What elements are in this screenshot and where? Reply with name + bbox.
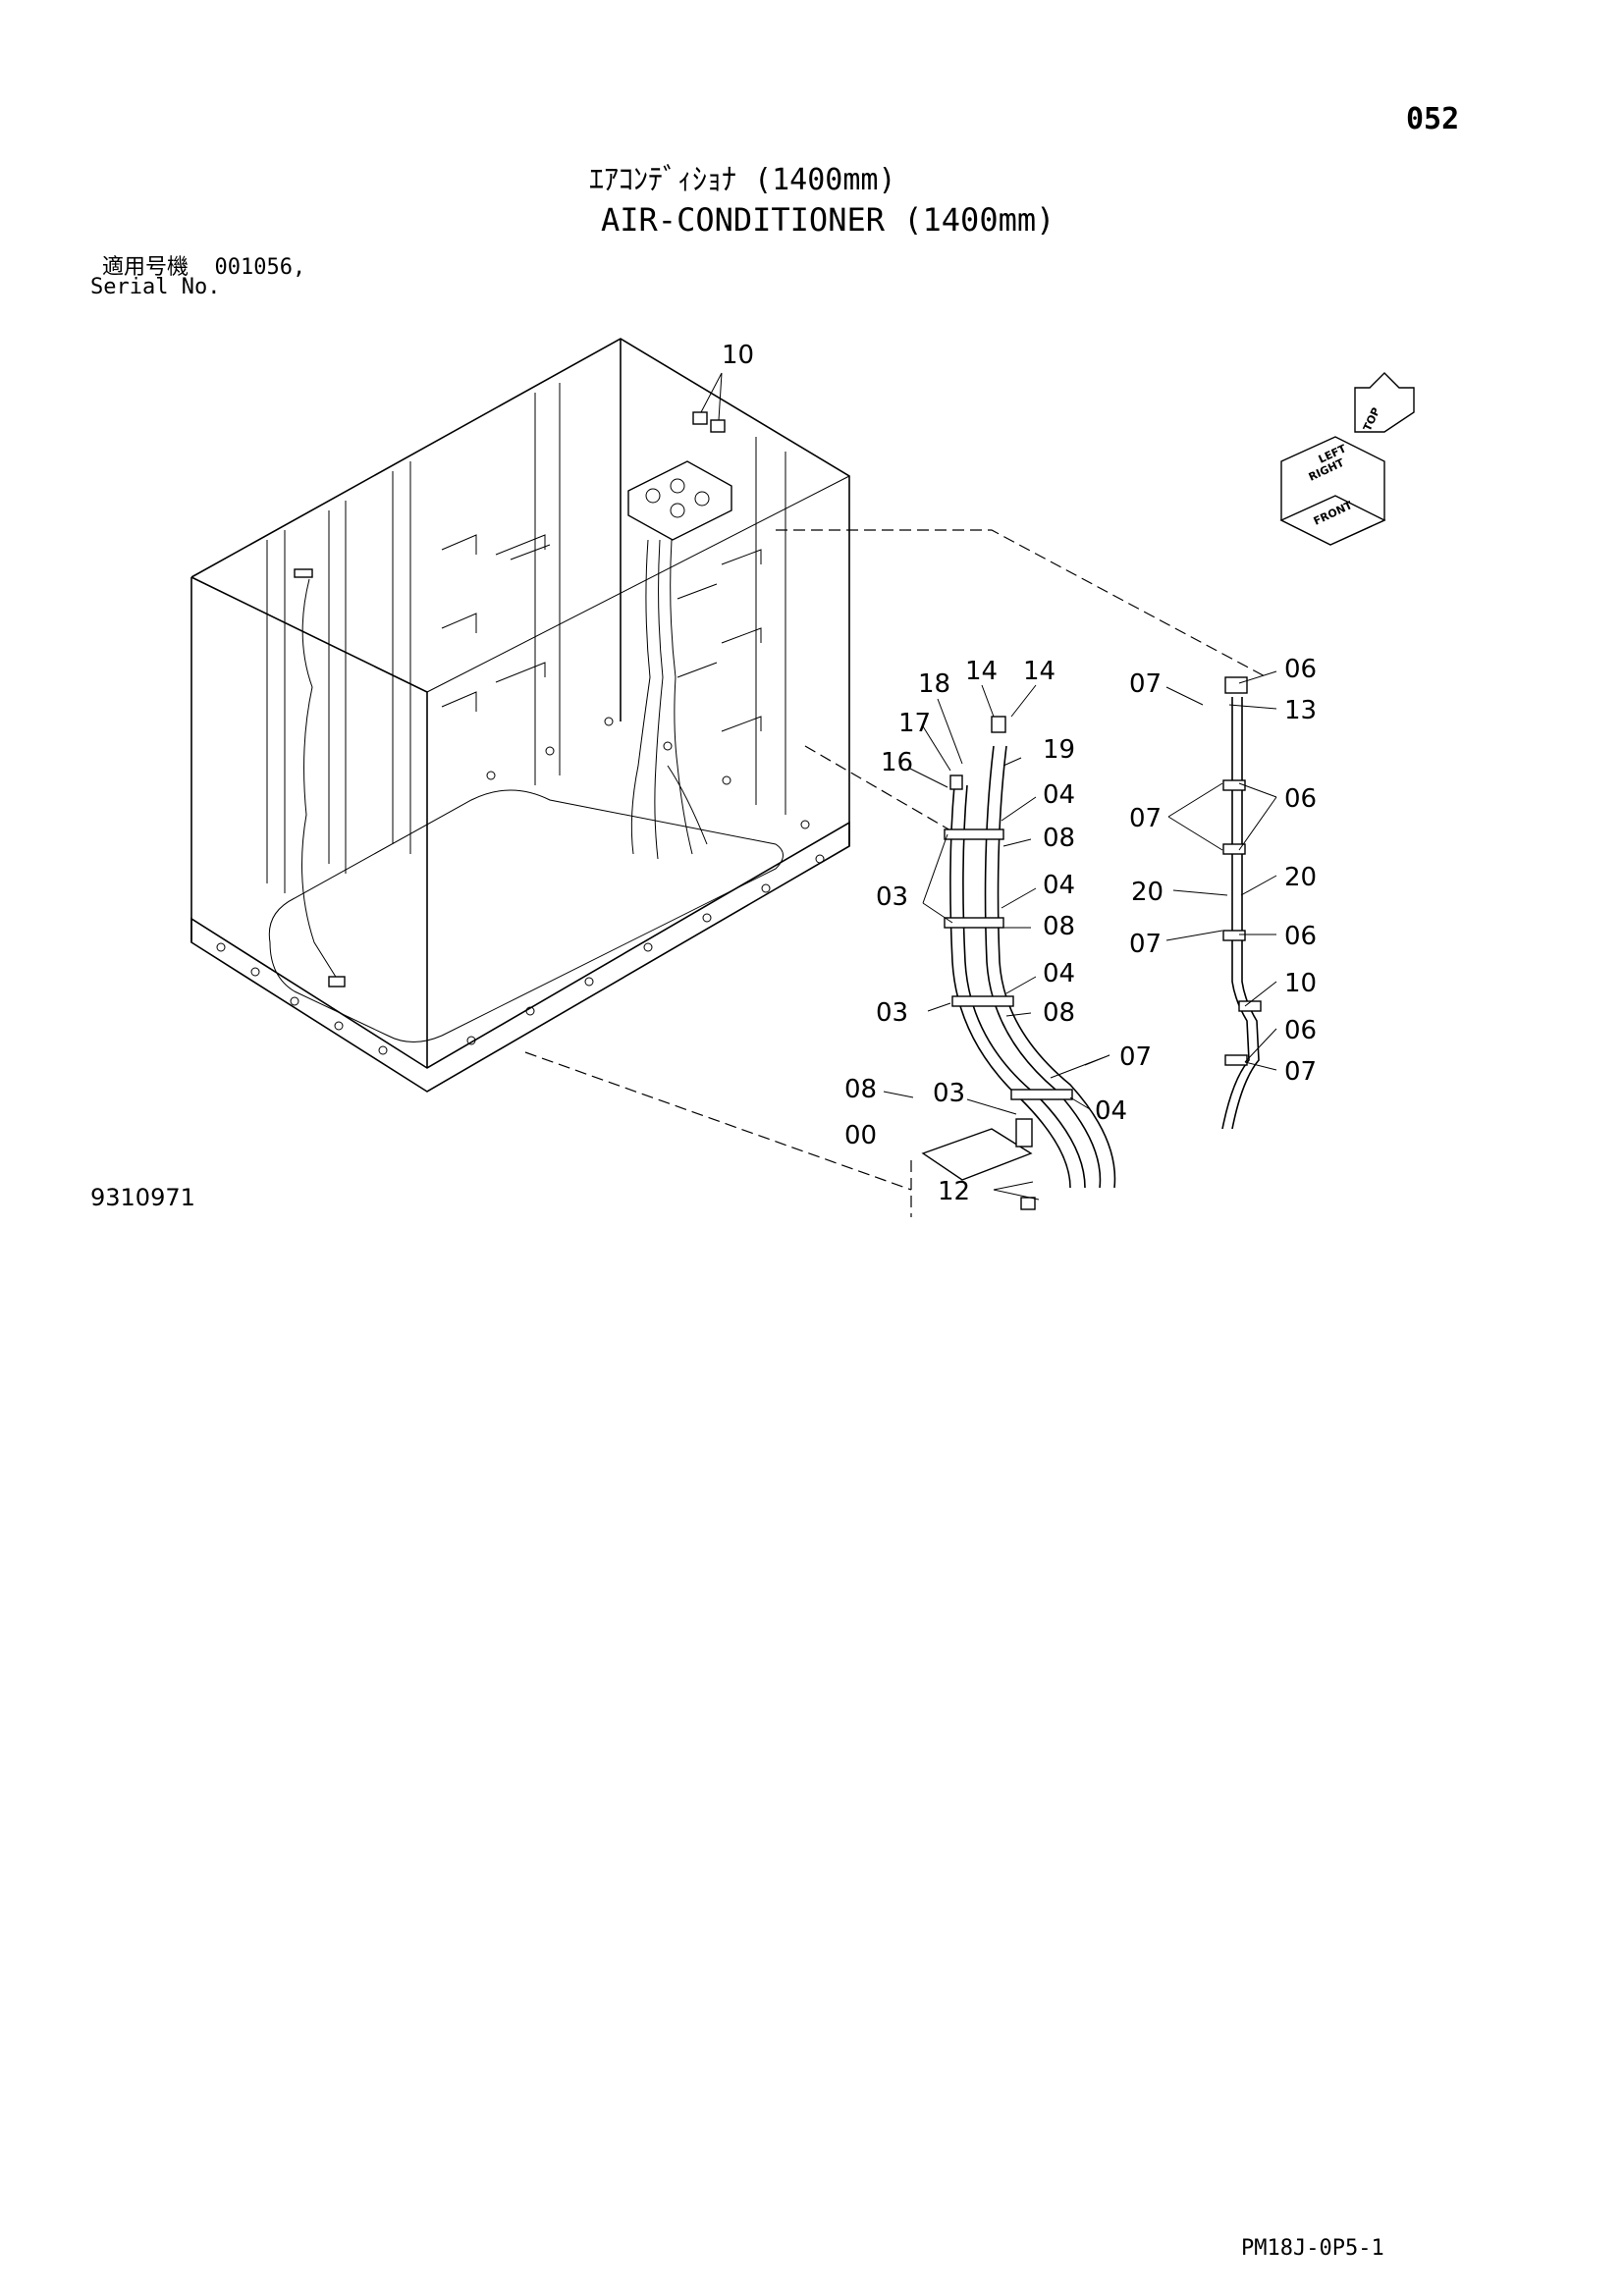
callout-12: 12 bbox=[938, 1177, 970, 1206]
callout-08-d: 08 bbox=[844, 1075, 877, 1104]
footer-code: PM18J-0P5-1 bbox=[1241, 2236, 1384, 2261]
callout-03-c: 03 bbox=[933, 1079, 965, 1108]
page-title-japanese: ｴｱｺﾝﾃﾞｨｼｮﾅ (1400mm) bbox=[589, 163, 896, 197]
callout-10-top: 10 bbox=[722, 341, 754, 370]
callout-10-right: 10 bbox=[1284, 969, 1317, 998]
callout-06-b: 06 bbox=[1284, 784, 1317, 814]
callout-20-b: 20 bbox=[1284, 863, 1317, 892]
callout-20-a: 20 bbox=[1131, 878, 1164, 907]
callout-04-c: 04 bbox=[1043, 959, 1075, 988]
callout-07-b: 07 bbox=[1129, 804, 1162, 833]
serial-label-japanese: 適用号機 bbox=[102, 255, 189, 280]
callout-14-b: 14 bbox=[1023, 657, 1056, 686]
callout-07-c: 07 bbox=[1129, 930, 1162, 959]
callout-17: 17 bbox=[898, 709, 931, 738]
callout-16: 16 bbox=[881, 748, 913, 777]
callout-07-d: 07 bbox=[1284, 1057, 1317, 1087]
callout-06-a: 06 bbox=[1284, 655, 1317, 684]
callout-08-a: 08 bbox=[1043, 824, 1075, 853]
leader-lines bbox=[700, 372, 1277, 1201]
callout-06-d: 06 bbox=[1284, 1016, 1317, 1045]
callout-19: 19 bbox=[1043, 735, 1075, 765]
drawing-number: 9310971 bbox=[90, 1184, 195, 1211]
callout-04-d: 04 bbox=[1095, 1096, 1127, 1126]
serial-label-english: Serial No. bbox=[90, 275, 221, 299]
serial-value: 001056, bbox=[214, 255, 306, 280]
callout-04-b: 04 bbox=[1043, 871, 1075, 900]
callout-00: 00 bbox=[844, 1121, 877, 1150]
hose-assembly bbox=[921, 716, 1116, 1210]
callout-14-a: 14 bbox=[965, 657, 998, 686]
callout-08-c: 08 bbox=[1043, 998, 1075, 1028]
page-title-english: AIR-CONDITIONER (1400mm) bbox=[601, 201, 1056, 239]
serial-line: 適用号機 001056, bbox=[102, 249, 305, 281]
callout-03-b: 03 bbox=[876, 998, 908, 1028]
orientation-indicator: LEFT TOP RIGHT FRONT bbox=[1279, 372, 1415, 546]
callout-04-a: 04 bbox=[1043, 780, 1075, 810]
callout-07-center: 07 bbox=[1119, 1042, 1152, 1072]
page-number: 052 bbox=[1406, 102, 1460, 136]
cab-frame-assembly bbox=[190, 338, 850, 1093]
callout-03-a: 03 bbox=[876, 882, 908, 912]
callout-08-b: 08 bbox=[1043, 912, 1075, 941]
part-callouts: 10 18 14 14 17 19 16 04 08 03 04 08 04 0… bbox=[722, 341, 1317, 1206]
callout-13: 13 bbox=[1284, 696, 1317, 725]
callout-18: 18 bbox=[918, 669, 950, 699]
drain-hose-assembly bbox=[1221, 676, 1262, 1130]
callout-06-c: 06 bbox=[1284, 922, 1317, 951]
callout-07-a: 07 bbox=[1129, 669, 1162, 699]
